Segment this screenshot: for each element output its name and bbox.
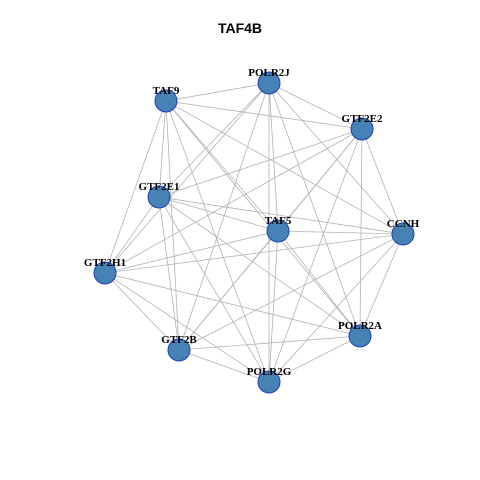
edge-polr2j-taf9 (165, 82, 270, 102)
edge-taf5-ccnh (277, 230, 404, 235)
edge-gtf2e2-polr2g (268, 128, 363, 383)
edge-taf9-ccnh (165, 100, 404, 235)
edge-polr2a-polr2g (268, 335, 361, 383)
node-circle[interactable] (93, 261, 117, 285)
edge-polr2j-gtf2h1 (104, 82, 270, 274)
node-label: POLR2J (248, 67, 290, 79)
edge-layer (104, 82, 404, 383)
edge-ccnh-polr2g (268, 233, 404, 383)
node-label: GTF2E1 (139, 181, 180, 193)
node-circle[interactable] (266, 219, 290, 243)
node-label: TAF9 (153, 85, 180, 97)
edge-ccnh-gtf2h1 (104, 233, 404, 274)
edge-gtf2b-polr2g (178, 349, 270, 383)
edge-polr2j-taf5 (268, 82, 279, 232)
edge-polr2j-ccnh (268, 82, 404, 235)
node-gtf2e1[interactable]: GTF2E1 (139, 181, 180, 209)
node-circle[interactable] (257, 370, 281, 394)
chart-title: TAF4B (217, 20, 263, 36)
edge-taf9-gtf2e2 (165, 100, 363, 130)
node-gtf2e2[interactable]: GTF2E2 (342, 113, 383, 141)
edge-taf9-gtf2h1 (104, 100, 167, 274)
node-gtf2b[interactable]: GTF2B (161, 334, 197, 362)
edge-ccnh-polr2a (359, 233, 404, 337)
node-circle[interactable] (350, 117, 374, 141)
edge-polr2j-gtf2e2 (268, 82, 363, 130)
node-ccnh[interactable]: CCNH (387, 218, 420, 246)
node-polr2a[interactable]: POLR2A (338, 320, 382, 348)
node-label: CCNH (387, 218, 420, 230)
edge-ccnh-gtf2b (178, 233, 404, 351)
edge-polr2j-gtf2e1 (158, 82, 270, 198)
edge-taf5-gtf2b (178, 230, 279, 351)
node-circle[interactable] (257, 71, 281, 95)
edge-taf5-polr2g (268, 230, 279, 383)
edge-gtf2h1-polr2g (104, 272, 270, 383)
node-label: POLR2A (338, 320, 382, 332)
node-taf9[interactable]: TAF9 (153, 85, 180, 113)
node-taf5[interactable]: TAF5 (265, 215, 292, 243)
node-label: POLR2G (247, 366, 292, 378)
node-circle[interactable] (147, 185, 171, 209)
edge-polr2a-gtf2b (178, 335, 361, 351)
edge-gtf2e1-polr2a (158, 196, 361, 337)
edge-gtf2e2-gtf2h1 (104, 128, 363, 274)
node-label: GTF2H1 (84, 257, 126, 269)
node-circle[interactable] (348, 324, 372, 348)
edge-taf9-polr2a (165, 100, 361, 337)
node-label: GTF2B (161, 334, 197, 346)
edge-taf9-gtf2b (165, 100, 180, 351)
edge-polr2j-gtf2b (178, 82, 270, 351)
edge-taf9-taf5 (165, 100, 279, 232)
edge-taf5-gtf2h1 (104, 230, 279, 274)
node-polr2j[interactable]: POLR2J (248, 67, 290, 95)
edge-gtf2e2-polr2a (359, 128, 363, 337)
node-label: TAF5 (265, 215, 292, 227)
edge-gtf2e1-gtf2h1 (104, 196, 160, 274)
node-gtf2h1[interactable]: GTF2H1 (84, 257, 126, 285)
edge-gtf2e1-ccnh (158, 196, 404, 235)
edge-taf9-polr2g (165, 100, 270, 383)
edge-gtf2e2-ccnh (361, 128, 404, 235)
edge-taf9-gtf2e1 (158, 100, 167, 198)
node-polr2g[interactable]: POLR2G (247, 366, 292, 394)
edge-gtf2h1-gtf2b (104, 272, 180, 351)
node-label: GTF2E2 (342, 113, 383, 125)
edge-gtf2e1-taf5 (158, 196, 279, 232)
edge-gtf2e2-gtf2e1 (158, 128, 363, 198)
node-circle[interactable] (154, 89, 178, 113)
edge-gtf2h1-polr2a (104, 272, 361, 337)
node-circle[interactable] (391, 222, 415, 246)
edge-gtf2e1-polr2g (158, 196, 270, 383)
node-circle[interactable] (167, 338, 191, 362)
edge-polr2j-polr2a (268, 82, 361, 337)
edge-gtf2e1-gtf2b (158, 196, 180, 351)
